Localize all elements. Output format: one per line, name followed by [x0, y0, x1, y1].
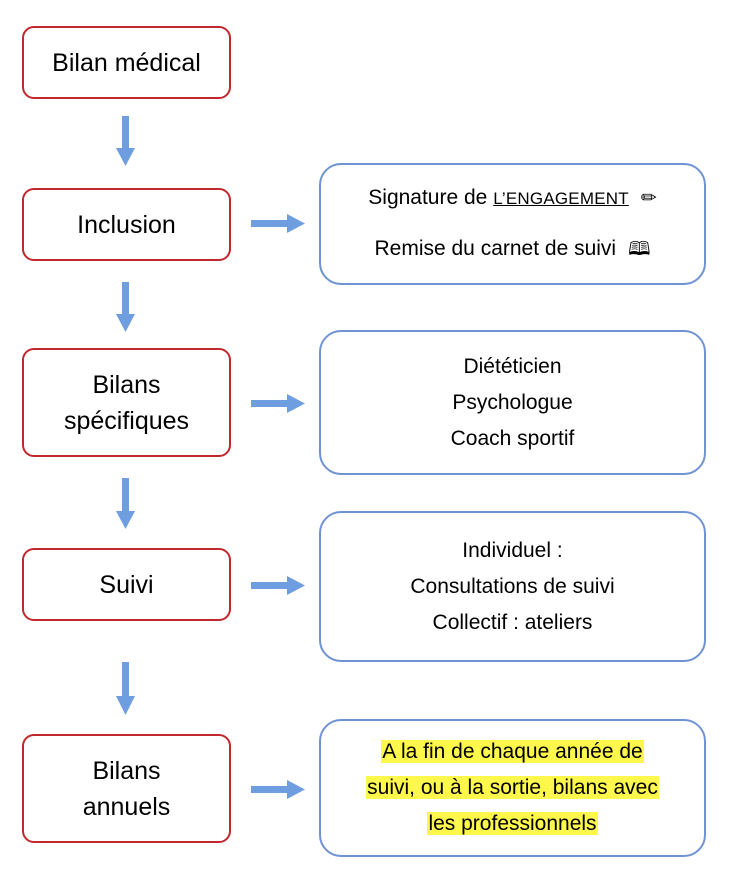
book-icon: 🕮 [628, 239, 651, 260]
step-label: Suivi [99, 570, 154, 599]
carnet-line: Remise du carnet de suivi 🕮 [374, 224, 650, 275]
detail-suivi: Individuel : Consultations de suivi Coll… [319, 511, 706, 662]
detail-bilans-annuels: A la fin de chaque année de suivi, ou à … [319, 719, 706, 857]
arrow-down-1 [116, 116, 135, 166]
step-label-line-2: spécifiques [63, 406, 190, 435]
signature-line: Signature de L’ENGAGEMENT ✏ [368, 173, 656, 224]
detail-item: Consultations de suivi [410, 574, 615, 598]
arrow-down-3 [116, 478, 135, 529]
highlighted-text: suivi, ou à la sortie, bilans avec [366, 776, 659, 799]
arrow-right-2 [251, 394, 305, 413]
engagement-text: L’ENGAGEMENT [493, 189, 629, 208]
pencil-icon: ✏ [640, 188, 657, 209]
detail-item: suivi, ou à la sortie, bilans avec [366, 770, 659, 806]
step-label-line-2: annuels [82, 792, 171, 821]
arrow-down-4 [116, 662, 135, 715]
detail-item: Coach sportif [450, 426, 575, 450]
step-bilans-annuels: Bilans annuels [22, 734, 231, 843]
detail-inclusion: Signature de L’ENGAGEMENT ✏ Remise du car… [319, 163, 706, 285]
step-label: Inclusion [77, 210, 176, 239]
signature-text: Signature de [368, 186, 494, 209]
detail-item: Individuel : [462, 538, 563, 562]
arrow-right-1 [251, 214, 305, 233]
highlighted-text: A la fin de chaque année de [381, 740, 644, 763]
detail-item: les professionnels [427, 806, 598, 842]
step-inclusion: Inclusion [22, 188, 231, 261]
detail-bilans-specifiques: Diététicien Psychologue Coach sportif [319, 330, 706, 475]
step-bilans-specifiques: Bilans spécifiques [22, 348, 231, 457]
step-label-line-1: Bilans [92, 756, 161, 785]
step-suivi: Suivi [22, 548, 231, 621]
detail-item: A la fin de chaque année de [381, 734, 644, 770]
detail-item: Psychologue [452, 390, 573, 414]
arrow-down-2 [116, 282, 135, 332]
detail-item: Diététicien [463, 354, 562, 378]
highlighted-text: les professionnels [427, 812, 598, 835]
step-bilan-medical: Bilan médical [22, 26, 231, 99]
detail-item: Collectif : ateliers [432, 610, 593, 634]
carnet-text: Remise du carnet de suivi [374, 237, 617, 260]
arrow-right-4 [251, 780, 305, 799]
step-label-line-1: Bilans [92, 370, 161, 399]
arrow-right-3 [251, 576, 305, 595]
step-label: Bilan médical [52, 48, 201, 77]
